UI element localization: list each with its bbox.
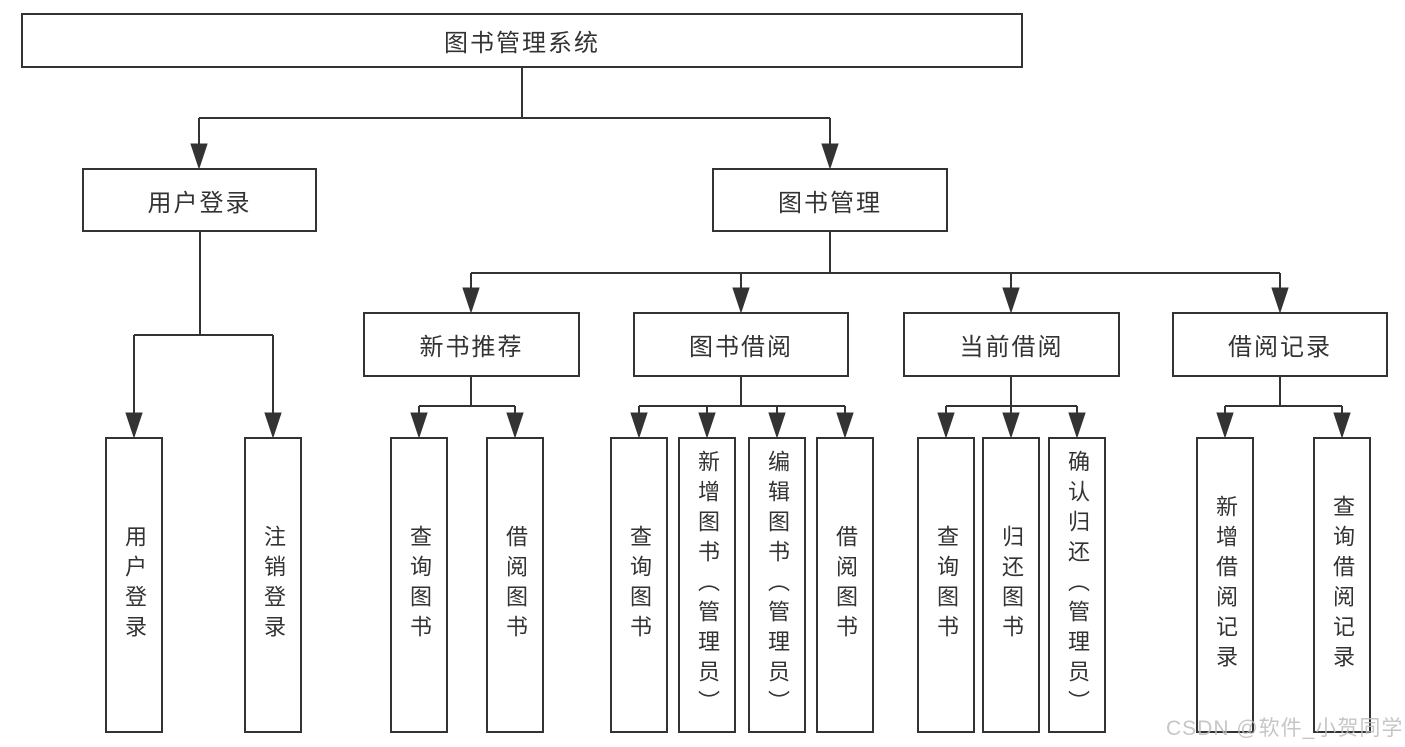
node-book-borrowing: 图书借阅 bbox=[633, 312, 849, 377]
leaf-label: 确认归还（管理员） bbox=[1065, 450, 1090, 720]
node-cb-query-books: 查询图书 bbox=[917, 437, 975, 733]
node-cb-confirm-return-admin: 确认归还（管理员） bbox=[1048, 437, 1106, 733]
node-user-login: 用户登录 bbox=[82, 168, 317, 232]
leaf-label: 编辑图书（管理员） bbox=[765, 450, 790, 720]
node-cb-return-books: 归还图书 bbox=[982, 437, 1040, 733]
node-bb-borrow-books: 借阅图书 bbox=[816, 437, 874, 733]
edge-book-mgmt-to-level3 bbox=[462, 232, 1289, 314]
node-leaf-user-login: 用户登录 bbox=[105, 437, 163, 733]
leaf-label: 借阅图书 bbox=[503, 525, 528, 645]
edge-user-login-to-leaves bbox=[125, 232, 282, 439]
leaf-label: 新增借阅记录 bbox=[1213, 495, 1238, 675]
leaf-label: 借阅图书 bbox=[833, 525, 858, 645]
node-nb-borrow-books: 借阅图书 bbox=[486, 437, 544, 733]
leaf-label: 用户登录 bbox=[122, 525, 147, 645]
leaf-label: 查询借阅记录 bbox=[1330, 495, 1355, 675]
node-borrowing-records: 借阅记录 bbox=[1172, 312, 1388, 377]
node-br-add-record: 新增借阅记录 bbox=[1196, 437, 1254, 733]
node-book-management: 图书管理 bbox=[712, 168, 948, 232]
node-book-management-system: 图书管理系统 bbox=[21, 13, 1023, 68]
node-new-book-recommend: 新书推荐 bbox=[363, 312, 580, 377]
node-bb-query-books: 查询图书 bbox=[610, 437, 668, 733]
leaf-label: 新增图书（管理员） bbox=[695, 450, 720, 720]
node-leaf-logout: 注销登录 bbox=[244, 437, 302, 733]
node-bb-edit-books-admin: 编辑图书（管理员） bbox=[748, 437, 806, 733]
leaf-label: 查询图书 bbox=[627, 525, 652, 645]
leaf-label: 注销登录 bbox=[261, 525, 286, 645]
edge-book-borrow-to-leaves bbox=[630, 377, 854, 439]
node-nb-query-books: 查询图书 bbox=[390, 437, 448, 733]
edge-new-book-rec-to-leaves bbox=[410, 377, 524, 439]
node-bb-add-books-admin: 新增图书（管理员） bbox=[678, 437, 736, 733]
leaf-label: 查询图书 bbox=[934, 525, 959, 645]
edge-root-to-level2 bbox=[190, 68, 839, 170]
leaf-label: 查询图书 bbox=[407, 525, 432, 645]
csdn-watermark: CSDN @软件_小贺同学 bbox=[1166, 717, 1404, 740]
edge-current-borrow-to-leaves bbox=[937, 377, 1086, 439]
node-current-borrowing: 当前借阅 bbox=[903, 312, 1120, 377]
leaf-label: 归还图书 bbox=[999, 525, 1024, 645]
edge-borrow-records-to-leaves bbox=[1216, 377, 1351, 439]
node-br-query-record: 查询借阅记录 bbox=[1313, 437, 1371, 733]
